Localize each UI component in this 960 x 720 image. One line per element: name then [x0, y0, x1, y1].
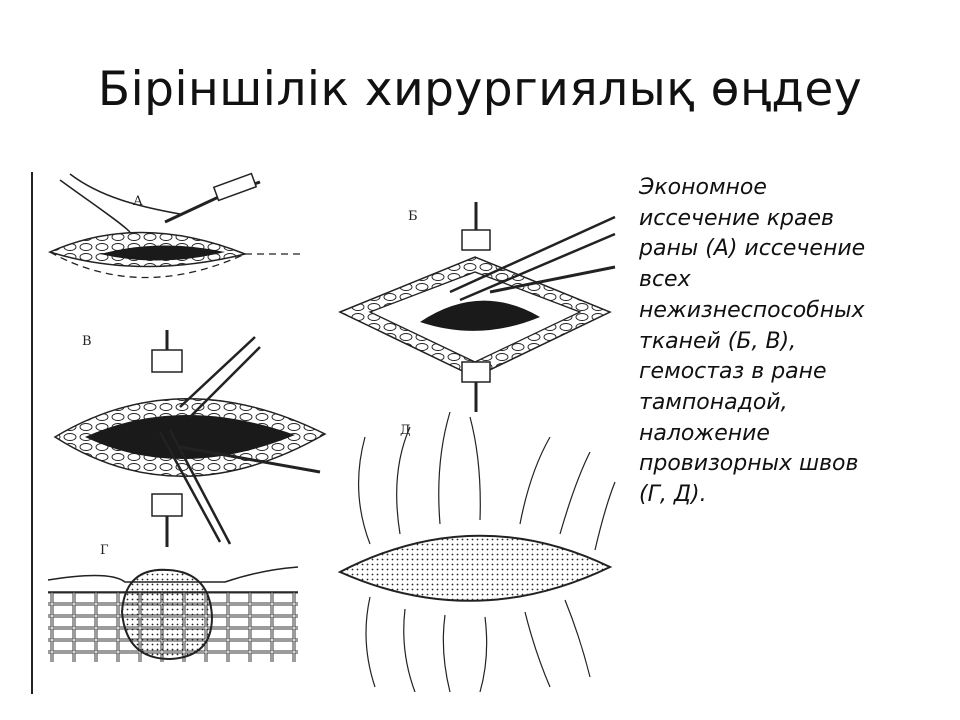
caption-line: наложение	[639, 420, 770, 446]
caption-line: гемостаз в ране	[639, 359, 827, 385]
panel-label-b: Б	[408, 209, 418, 224]
panel-label-a: А	[133, 194, 143, 209]
caption-line: иссечение краев	[639, 205, 835, 231]
caption-line: всех	[639, 267, 691, 293]
panel-label-g: Г	[100, 543, 109, 558]
wound-treatment-illustration: А Б	[30, 172, 620, 694]
caption-line: Экономное	[639, 175, 767, 200]
panel-g-tamponade: Г	[47, 543, 299, 662]
caption-line: раны (А) иссечение	[639, 236, 866, 262]
caption-text: Экономное иссечение краев раны (А) иссеч…	[639, 173, 939, 511]
panel-label-d: Д	[400, 423, 411, 438]
panel-label-v: В	[82, 334, 92, 349]
panel-v-hemostasis: В	[53, 330, 327, 547]
panel-b-excision-of-nonviable-tissue: Б	[338, 202, 616, 412]
caption-line: провизорных швов	[639, 451, 859, 477]
panel-d-provisional-sutures: Д	[337, 411, 616, 693]
caption-line: тканей (Б, В),	[639, 328, 797, 354]
slide-title: Біріншілік хирургиялық өңдеу	[97, 62, 863, 117]
caption-line: нежизнеспособных	[639, 297, 865, 323]
panel-a-excision-of-wound-edges: А	[47, 172, 300, 279]
caption-line: тампонадой,	[639, 389, 788, 415]
caption-line: (Г, Д).	[639, 482, 707, 508]
